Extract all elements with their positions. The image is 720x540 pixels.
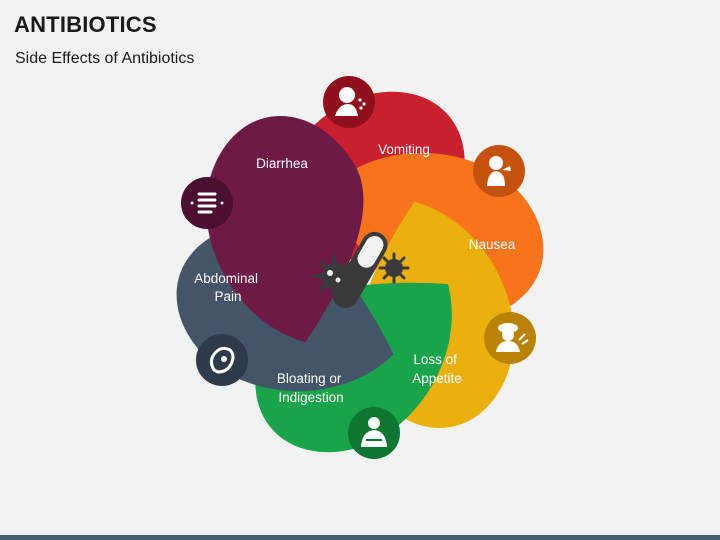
nauseous-person-icon	[473, 145, 525, 197]
icon-circles	[181, 76, 536, 459]
page-subtitle: Side Effects of Antibiotics	[15, 50, 195, 67]
label-nausea: Nausea	[469, 237, 516, 252]
bacteria-right	[378, 252, 410, 284]
person-holding-stomach-icon	[348, 407, 400, 459]
label-vomiting: Vomiting	[378, 142, 430, 157]
label-bloating: Bloating or Indigestion	[277, 371, 345, 405]
page-title: ANTIBIOTICS	[14, 12, 157, 37]
label-diarrhea: Diarrhea	[256, 156, 308, 171]
intestines-icon	[181, 177, 233, 229]
person-refusing-food-icon	[484, 312, 536, 364]
segment-labels: Vomiting Nausea Loss of Appetite Bloatin…	[194, 142, 516, 405]
bacteria-left	[313, 255, 355, 297]
vomiting-person-icon	[323, 76, 375, 128]
pill-bacteria-icon	[313, 231, 410, 309]
stomach-pain-icon	[196, 334, 248, 386]
label-loss-of-appetite: Loss of Appetite	[412, 352, 462, 386]
label-abdominal-pain: Abdominal Pain	[194, 271, 262, 304]
footer-bar	[0, 535, 720, 540]
